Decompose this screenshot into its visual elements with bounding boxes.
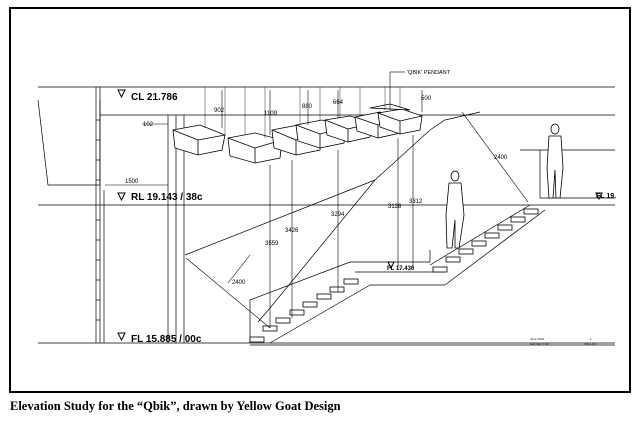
dim-3426: 3426 [285,228,299,234]
qbik-pendant-modules [172,103,423,164]
dim-1500: 1500 [125,179,139,185]
level-label-rl: RL 19.143 / 38c [131,192,203,203]
upper-stair-underside [444,209,546,286]
pendant-label: 'QBIK' PENDANT [407,70,451,76]
title-block-sheet: 1 [590,337,592,341]
level-marker-icon [595,192,603,201]
dim-500: 500 [421,96,432,102]
wall-hatch [96,119,100,321]
handrail-2 [184,179,376,256]
dim-902: 902 [214,108,225,114]
dimension-lines [105,71,529,329]
title-block-project: PROJECT NO. [530,342,550,346]
level-label-landing: FL 17.436 [387,266,415,272]
level-label-fl: FL 15.885 / 00c [131,334,202,345]
level-markers [117,89,603,342]
dim-3294: 3294 [331,212,345,218]
suspension-cables [204,87,401,138]
scale-figure-left [445,170,465,249]
level-label-right: FL 19. [596,193,616,200]
dim-3559: 3559 [265,241,279,247]
drawing-caption: Elevation Study for the “Qbik”, drawn by… [10,399,341,413]
pendant-module [377,108,423,135]
dim-2400-left: 2400 [232,280,246,286]
level-marker-icon [387,261,395,270]
stair-treads [249,208,539,343]
level-marker-icon [117,332,126,342]
dim-102: 102 [143,122,154,128]
dim-880: 880 [302,104,313,110]
level-marker-icon [117,89,126,99]
upper-stair-top [429,204,531,266]
dim-3312: 3312 [409,199,423,205]
pendant-module [227,132,283,164]
handrail [257,111,481,323]
title-block-drawing: DWG NO. [584,342,598,346]
title-block-date: June 2019 [530,337,544,341]
dim-664: 664 [333,100,344,106]
dim-3128: 3128 [388,204,402,210]
lower-stair-stringer [249,250,431,343]
level-marker-icon [117,192,126,202]
level-label-cl: CL 21.786 [131,92,178,103]
dim-1109: 1109 [264,111,278,117]
scale-figure-right [546,123,564,199]
pendant-module [172,124,226,156]
left-wall-section [37,99,101,186]
dim-2400-right: 2400 [494,155,508,161]
sheet-frame [9,7,631,393]
lower-stair-underside [269,284,371,344]
